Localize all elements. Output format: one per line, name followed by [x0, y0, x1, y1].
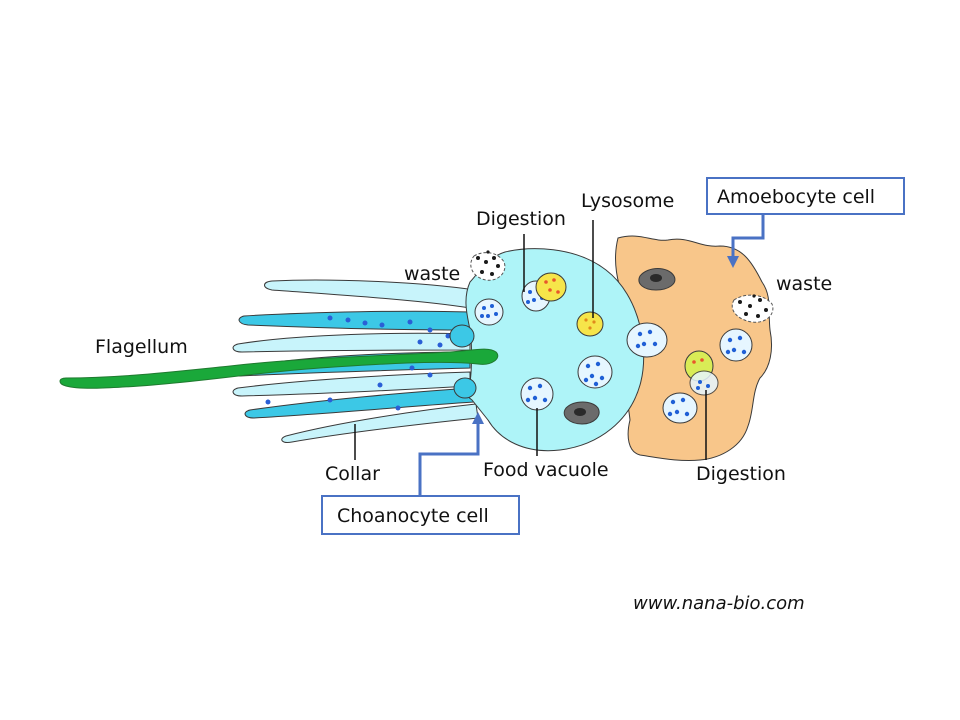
lysosome-organelle	[576, 311, 604, 337]
choanocyte-body	[465, 248, 645, 452]
transfer-vacuole-particles	[635, 329, 658, 349]
choanocyte-nucleolus	[574, 408, 586, 416]
lysosome-particles	[584, 318, 596, 330]
label-lysosome: Lysosome	[581, 190, 674, 212]
amoebocyte-digestion-vacuole	[689, 370, 719, 396]
collar-base	[449, 324, 477, 399]
callout-arrowheads	[472, 256, 739, 424]
label-flagellum: Flagellum	[95, 336, 188, 358]
amoebocyte-callout-box	[706, 177, 905, 215]
amoebocyte-digestion-particles	[692, 358, 710, 390]
leader-lines	[354, 220, 707, 460]
transfer-vacuole	[626, 322, 668, 358]
label-food-vacuole: Food vacuole	[483, 459, 609, 481]
vacuole	[662, 392, 698, 424]
arrow-choanocyte	[418, 422, 480, 496]
vacuole	[719, 328, 753, 362]
vacuole	[474, 298, 504, 326]
choanocyte-callout-box	[321, 495, 520, 535]
label-waste-right: waste	[776, 273, 832, 295]
waste-particles-right	[731, 294, 774, 323]
label-digestion-top: Digestion	[476, 208, 566, 230]
label-digestion-bottom: Digestion	[696, 463, 786, 485]
callout-arrows	[418, 214, 765, 496]
collar-particles	[265, 315, 451, 411]
lysosome-fusing-particles	[544, 278, 560, 294]
vacuole	[520, 377, 554, 411]
flagellum-shape	[59, 348, 499, 389]
label-choanocyte-cell: Choanocyte cell	[337, 505, 489, 527]
waste-particles-left	[470, 250, 506, 281]
lysosome-fusing	[535, 272, 567, 302]
amoebocyte-vacuole-particles	[667, 335, 747, 417]
label-collar: Collar	[325, 463, 380, 485]
label-waste-left: waste	[404, 263, 460, 285]
label-amoebocyte-cell: Amoebocyte cell	[717, 186, 875, 208]
credit-text: www.nana-bio.com	[633, 593, 805, 614]
amoebocyte-nucleolus	[650, 274, 662, 282]
arrow-amoebocyte	[731, 214, 765, 258]
